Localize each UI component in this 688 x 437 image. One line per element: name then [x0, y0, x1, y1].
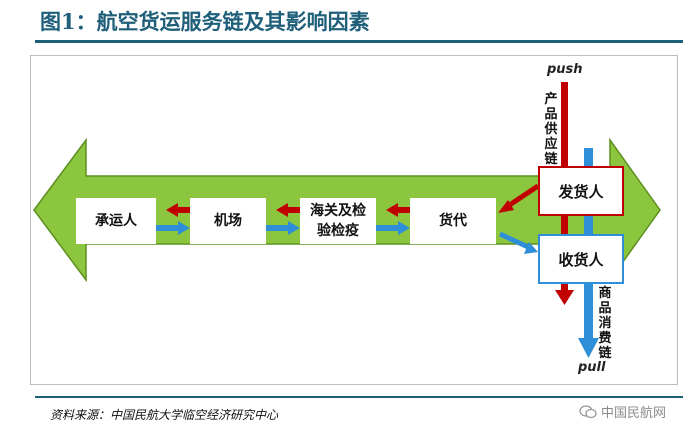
label-consumption-chain: 商品消费链: [598, 286, 612, 361]
red-arrow-customs-to-airport: [276, 203, 306, 217]
box-carrier: 承运人: [76, 198, 156, 244]
source-note: 资料来源：中国民航大学临空经济研究中心: [50, 408, 279, 422]
title-rule: [35, 40, 683, 43]
blue-arrow-airport-to-customs: [266, 221, 300, 235]
source-rule: [35, 396, 683, 398]
blue-arrow-consignee-head: [524, 242, 538, 254]
red-arrow-forwarder-to-customs: [386, 203, 416, 217]
box-forwarder: 货代: [410, 198, 496, 244]
diagram-frame: [30, 55, 678, 385]
red-arrow-airport-to-carrier: [166, 203, 196, 217]
label-push: push: [547, 62, 583, 77]
label-pull: pull: [578, 360, 606, 375]
red-arrow-shipper-head: [498, 200, 514, 213]
page-title: 图1：航空货运服务链及其影响因素: [40, 9, 370, 34]
box-consignee: 收货人: [538, 234, 624, 284]
blue-arrow-customs-to-forwarder: [376, 221, 410, 235]
box-airport: 机场: [190, 198, 266, 244]
label-supply-chain: 产品供应链: [544, 92, 558, 167]
box-customs: 海关及检验检疫: [300, 198, 376, 244]
blue-arrow-forwarder-to-consignee: [498, 231, 530, 250]
blue-arrow-carrier-to-airport: [156, 221, 190, 235]
watermark: 中国民航网: [579, 402, 666, 421]
watermark-text: 中国民航网: [600, 406, 666, 421]
box-shipper: 发货人: [538, 166, 624, 216]
wechat-icon: [579, 404, 597, 419]
